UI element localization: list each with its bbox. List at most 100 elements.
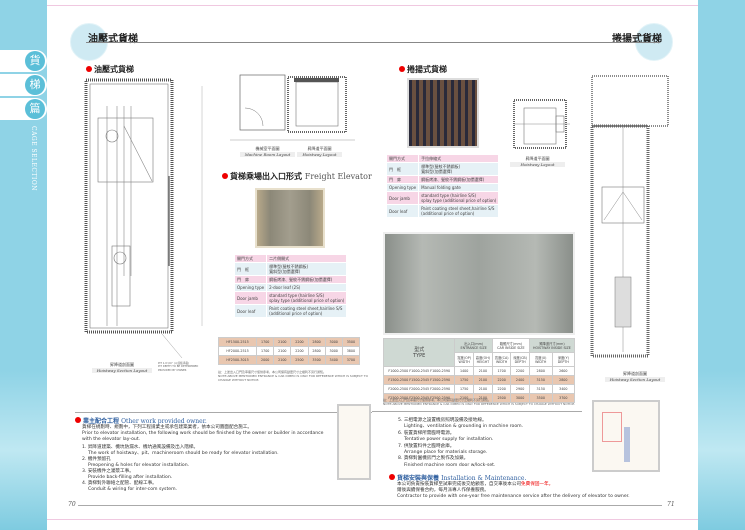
table-cell: 2800 — [528, 366, 553, 376]
item-cn: 5. 三相電源之設置機房照明設備及接地線。 — [398, 418, 487, 423]
owner-work-continued: 5. 三相電源之設置機房照明設備及接地線。Lighting、ventilatio… — [398, 418, 586, 469]
table-cell: 2200 — [510, 366, 530, 376]
table-cell: 1700 — [256, 346, 275, 356]
pit-note: PIT 1.0 t/m² (以底板承載) PIT DEPTH TO BE DET… — [158, 362, 199, 372]
section-entrance-type: 貨梯乘場出入口形式 Freight Elevator — [222, 172, 372, 181]
table-cell: 2100 — [472, 366, 493, 376]
spec-label: Opening type — [385, 183, 420, 192]
freight-door-photo — [255, 188, 325, 248]
table-cell: 3150 — [528, 384, 553, 394]
table-cell: 2600 — [551, 366, 576, 376]
divider — [75, 412, 372, 413]
section-label: 貨梯乘場出入口形式 — [230, 172, 302, 181]
caption-en: Hoistway Layout — [297, 152, 342, 157]
caption-cn: 昇降道剖面圖 — [623, 371, 647, 376]
table-cell: 2100 — [472, 375, 493, 385]
caption-cn: 昇降道平面圖 — [525, 156, 550, 161]
owner-work-heading: 業主配合工程 Other work provided owner. — [75, 417, 207, 425]
subheader: 寬度(OP) WIDTH — [454, 352, 474, 367]
subheader: 深度(CB) DEPTH — [510, 352, 530, 367]
sidebar-caption: CAGE SELECTION — [30, 126, 37, 191]
heading-cn: 業主配合工程 — [83, 418, 120, 425]
subheader: 深度(Y) DEPTH — [551, 352, 576, 367]
table-cell: 3150 — [528, 375, 553, 385]
spec-value: 鋼板烤漆、髮紋不銹鋼板(加價選擇) — [418, 175, 500, 184]
spec-label: 開門方式 — [385, 154, 420, 163]
spec-label: 開門方式 — [233, 254, 268, 263]
free-warranty-highlight: 免費保固一年。 — [521, 482, 554, 487]
top-border — [0, 5, 745, 6]
right-spec-table: 開門方式手拉伸縮式門 框標準型(髮紋不銹鋼板) 寬斜型(加價選擇)門 扉鋼板烤漆… — [385, 154, 500, 218]
caption-cn: 機械室平面圖 — [255, 146, 280, 151]
item-cn: 6. 裝置貨梯所需臨時電源。 — [398, 430, 455, 436]
spec-value: 2-door leaf (2S) — [266, 283, 348, 292]
owner-work-body: 貨梯在規劃時、規劃中，下列工程請業主或承包建築業者，依本公司圖面配合施工。 Pr… — [82, 425, 332, 493]
caption-en: Hoistway Section Layout — [605, 377, 665, 382]
item-en: Arrange place for materials storage. — [404, 450, 488, 456]
spec-value: Manual folding gate — [418, 183, 500, 192]
maintenance-body: 本公司負責按裝貨梯至試車完成後交給顧客，自交車後本公司免費保固一年。 爾後與續保… — [397, 482, 697, 500]
group-header: 出入口(mm) ENTRANCE SIZE — [454, 338, 493, 353]
hydraulic-section-drawing — [84, 78, 203, 359]
item-cn: 2. 機件預留孔 — [82, 457, 111, 462]
caption-en: Hoistway Section Layout — [92, 368, 152, 373]
left-table-note: 註：上述出入口門及車廂尺寸僅供參考，本公司保有變更尺寸之權利不另行通知。 NOT… — [218, 370, 368, 382]
group-header: 箱體尺寸(mm) CAR INSIDE SIZE — [491, 338, 530, 353]
table-cell: 3400 — [551, 384, 576, 394]
plan-drawings — [230, 74, 355, 141]
table-cell: 2900 — [510, 384, 530, 394]
item-en: Preopening & holes for elevator installa… — [88, 463, 190, 468]
table-cell: 2100 — [273, 355, 292, 365]
table-cell: 2200 — [491, 375, 512, 385]
spec-label: 門 框 — [233, 262, 268, 276]
freight-elevator-photo — [383, 232, 575, 335]
tab-label: 梯 — [25, 75, 45, 95]
page-number-left: 70 — [68, 501, 76, 508]
tab-chapter[interactable]: 篇 — [0, 98, 47, 120]
table-cell: 2500 — [491, 393, 512, 403]
tab-elevator[interactable]: 梯 — [0, 74, 47, 96]
table-cell: HF2000-2515 — [217, 346, 258, 356]
right-table-note: 註：上述出入口門及車廂尺寸僅供參考，本公司保有變更尺寸之權利不另行通知。 NOT… — [383, 398, 576, 406]
bullet-icon — [389, 474, 395, 480]
item-en: Tentative power supply for installation. — [404, 437, 494, 443]
spec-value: 二片側開式 — [266, 254, 348, 263]
table-cell: 3500 — [307, 355, 326, 365]
certificate-image — [592, 400, 660, 472]
table-cell: 2200 — [491, 384, 512, 394]
item-cn: 8. 貨梯對園機房門之製作及加鎖。 — [398, 456, 469, 462]
footer-rule — [372, 505, 662, 506]
item-en: Conduit & wiring for inter-com system. — [88, 487, 178, 492]
table-cell: F1000-2500 F1000-2545 F1000-2590 — [382, 366, 456, 376]
tab-cargo[interactable]: 貨 — [0, 50, 47, 72]
tab-label: 篇 — [25, 99, 45, 119]
spec-value: 手拉伸縮式 — [418, 154, 500, 163]
table-cell: 2500 — [290, 355, 309, 365]
item-en: Lighting、ventilation & grounding in mach… — [404, 424, 524, 430]
spec-label: Door jamb — [385, 191, 420, 205]
section-label: 捲揚式貨梯 — [407, 65, 447, 74]
table-cell: 3000 — [510, 393, 530, 403]
table-cell: 3500 — [341, 337, 361, 347]
tab-label: 貨 — [25, 51, 45, 71]
certificate-image-left — [337, 404, 371, 480]
intro-en: Prior to elevator installation, the foll… — [82, 431, 324, 442]
table-cell: 2100 — [273, 346, 292, 356]
spec-value: standard type (hairline S/S) splay type … — [266, 291, 348, 305]
caption-cn: 昇降道平面圖 — [307, 146, 332, 151]
spec-value: standard type (hairline S/S) splay type … — [418, 191, 500, 205]
table-cell: HF2500-3015 — [217, 355, 258, 365]
spec-row: 門 框標準型(髮紋不銹鋼板) 寬斜型(加價選擇) — [233, 262, 348, 276]
table-cell: 2100 — [454, 393, 474, 403]
spec-row: 開門方式二片側開式 — [233, 254, 348, 263]
seal-icon — [624, 427, 630, 462]
spec-label: Door jamb — [233, 291, 268, 305]
